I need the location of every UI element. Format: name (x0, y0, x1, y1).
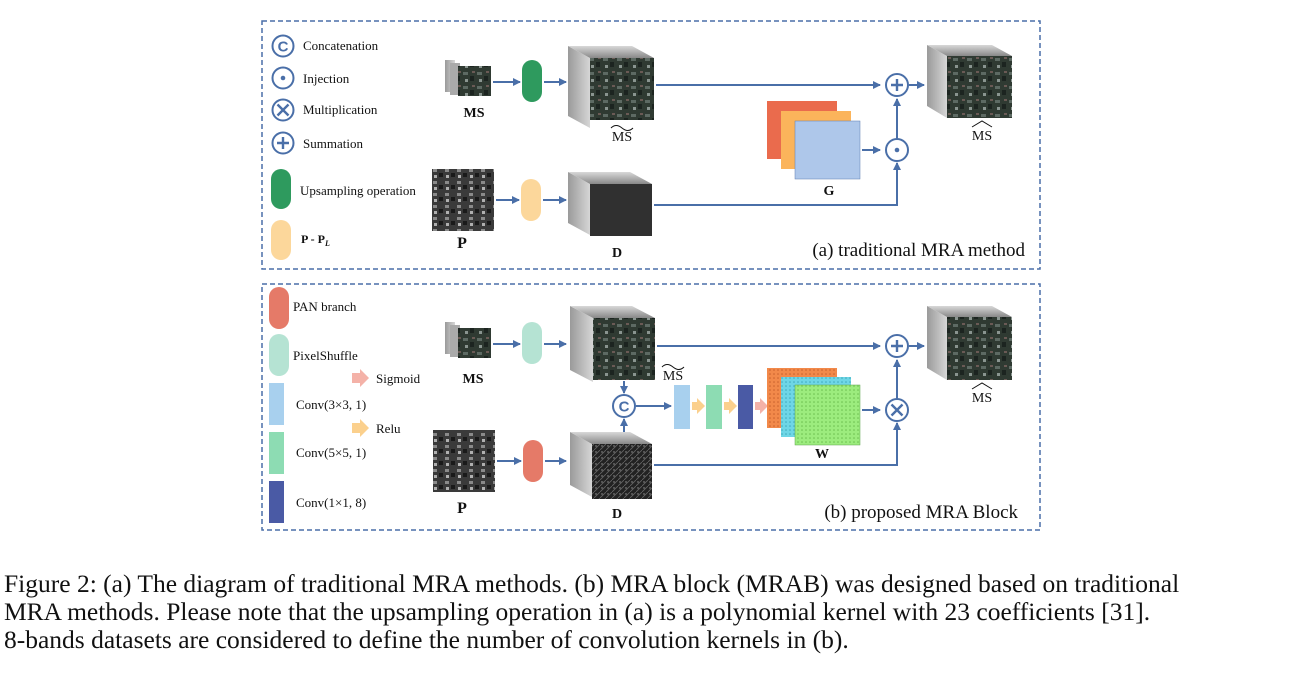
ms-tilde-stack (568, 46, 654, 128)
mra-figure: C Concatenation Injection Multiplication… (261, 20, 1041, 531)
legend-summation-label: Summation (303, 136, 363, 151)
g-label: G (824, 184, 835, 199)
relu-arrow-icon (352, 419, 369, 437)
panel-a-title: (a) traditional MRA method (812, 240, 1025, 261)
conv5-block (706, 385, 722, 429)
conv1-swatch (269, 481, 284, 523)
legend-injection-label: Injection (303, 71, 350, 86)
upsampling-swatch (271, 169, 291, 209)
upsampling-block (522, 60, 542, 102)
p-label-a: P (457, 235, 467, 252)
ms-tilde-label: MS (612, 130, 632, 145)
legend-pixelshuffle-label: PixelShuffle (293, 348, 358, 363)
ms-hat-stack-b (927, 306, 1012, 380)
ms-hat-label-b: MS (972, 391, 992, 406)
pixelshuffle-swatch (269, 334, 289, 376)
p-image-a (432, 169, 494, 231)
sigmoid-arrow-icon (352, 369, 369, 387)
legend-sigmoid-label: Sigmoid (376, 371, 421, 386)
p-image-b (433, 430, 495, 492)
panel-b: PAN branch PixelShuffle Sigmoid Conv(3×3… (261, 283, 1041, 531)
sum-node-b (885, 334, 909, 358)
p-label-b: P (457, 500, 467, 517)
ms-label-b: MS (463, 372, 484, 387)
panel-a-border (261, 20, 1041, 270)
ms-hat-stack-a (927, 45, 1012, 118)
panel-b-title: (b) proposed MRA Block (824, 502, 1018, 523)
p-minus-pl-swatch (271, 220, 291, 260)
panel-b-border (261, 283, 1041, 531)
legend-p-minus-pl-label: P - PL (301, 232, 330, 248)
caption-line-2: MRA methods. Please note that the upsamp… (4, 597, 1151, 626)
pan-branch-block (523, 440, 543, 482)
conv3-block (674, 385, 690, 429)
legend-concatenation-label: Concatenation (303, 38, 379, 53)
legend-a: C Concatenation Injection Multiplication… (271, 34, 416, 260)
legend-multiplication-label: Multiplication (303, 102, 378, 117)
figure-caption: Figure 2: (a) The diagram of traditional… (4, 570, 1304, 654)
ms-tilde-stack-b (570, 306, 655, 382)
legend-relu-label: Relu (376, 421, 401, 436)
ms-label: MS (464, 106, 485, 121)
ms-input-stack-b (445, 322, 491, 358)
legend-upsampling-label: Upsampling operation (300, 183, 416, 198)
injection-node-a (885, 138, 909, 162)
d-label-b: D (612, 507, 622, 522)
svg-text:C: C (278, 39, 289, 56)
legend-pan-branch-label: PAN branch (293, 299, 357, 314)
conv3-swatch (269, 383, 284, 425)
panel-a: C Concatenation Injection Multiplication… (261, 20, 1041, 270)
conv5-swatch (269, 432, 284, 474)
w-stack (767, 368, 861, 446)
mult-node-b (885, 398, 909, 422)
ms-tilde-label-b: MS (663, 369, 683, 384)
sigmoid-arrow (755, 398, 768, 414)
g-stack (767, 101, 861, 180)
legend-conv3-label: Conv(3×3, 1) (296, 397, 366, 412)
d-stack-b (570, 432, 652, 499)
d-label-a: D (612, 246, 622, 261)
sum-node-a (885, 73, 909, 97)
conv1-block (738, 385, 753, 429)
pixelshuffle-block (522, 322, 542, 364)
relu-arrow-2 (724, 398, 737, 414)
w-label: W (815, 447, 829, 462)
pan-branch-swatch (269, 287, 289, 329)
legend-b: PAN branch PixelShuffle Sigmoid Conv(3×3… (269, 287, 421, 523)
d-stack-a (568, 172, 652, 236)
p-minus-pl-block (521, 179, 541, 221)
relu-arrow-1 (692, 398, 705, 414)
ms-input-stack (445, 60, 491, 96)
svg-text:C: C (619, 399, 630, 416)
summation-icon (271, 131, 295, 155)
concatenation-icon: C (271, 34, 295, 58)
legend-conv1-label: Conv(1×1, 8) (296, 495, 366, 510)
concat-node-b: C (612, 394, 636, 418)
ms-hat-label-a: MS (972, 129, 992, 144)
legend-conv5-label: Conv(5×5, 1) (296, 445, 366, 460)
caption-line-3: 8-bands datasets are considered to defin… (4, 625, 849, 654)
multiplication-icon (271, 98, 295, 122)
caption-line-1: Figure 2: (a) The diagram of traditional… (4, 569, 1180, 598)
injection-icon (271, 66, 295, 90)
